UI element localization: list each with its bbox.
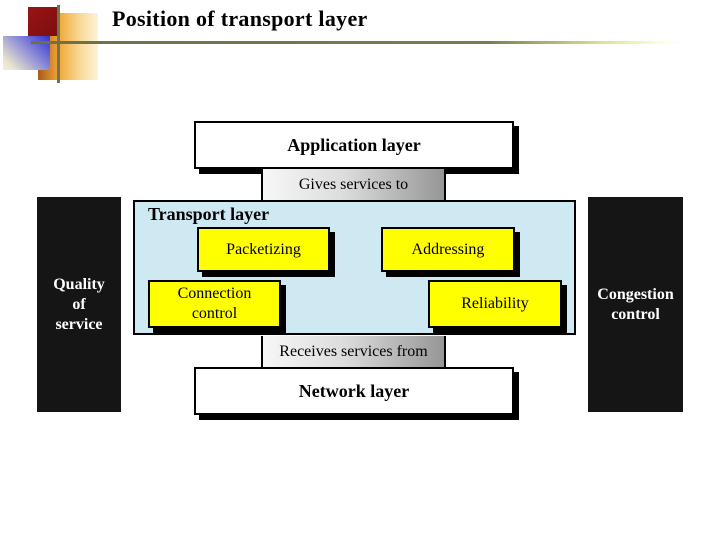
- transport-layer-label: Transport layer: [148, 204, 270, 224]
- receives-services-label: Receives services from: [279, 342, 428, 360]
- connection-control-box: Connection control: [148, 280, 281, 328]
- header-vertical-rule: [57, 5, 60, 83]
- packetizing-box: Packetizing: [197, 227, 330, 272]
- network-layer-box: Network layer: [194, 367, 514, 415]
- congestion-control-box: Congestion control: [588, 197, 683, 412]
- network-layer-label: Network layer: [298, 380, 410, 401]
- gives-services-label: Gives services to: [298, 175, 409, 193]
- application-layer-label: Application layer: [287, 134, 421, 155]
- header-horizontal-rule: [31, 41, 684, 44]
- page-title: Position of transport layer: [112, 6, 368, 31]
- logo-red-square: [28, 7, 57, 36]
- gives-services-connector: Gives services to: [261, 169, 446, 200]
- application-layer-box: Application layer: [194, 121, 514, 169]
- reliability-box: Reliability: [428, 280, 562, 328]
- addressing-box: Addressing: [381, 227, 515, 272]
- quality-of-service-box: Quality of service: [37, 197, 121, 412]
- receives-services-connector: Receives services from: [261, 336, 446, 367]
